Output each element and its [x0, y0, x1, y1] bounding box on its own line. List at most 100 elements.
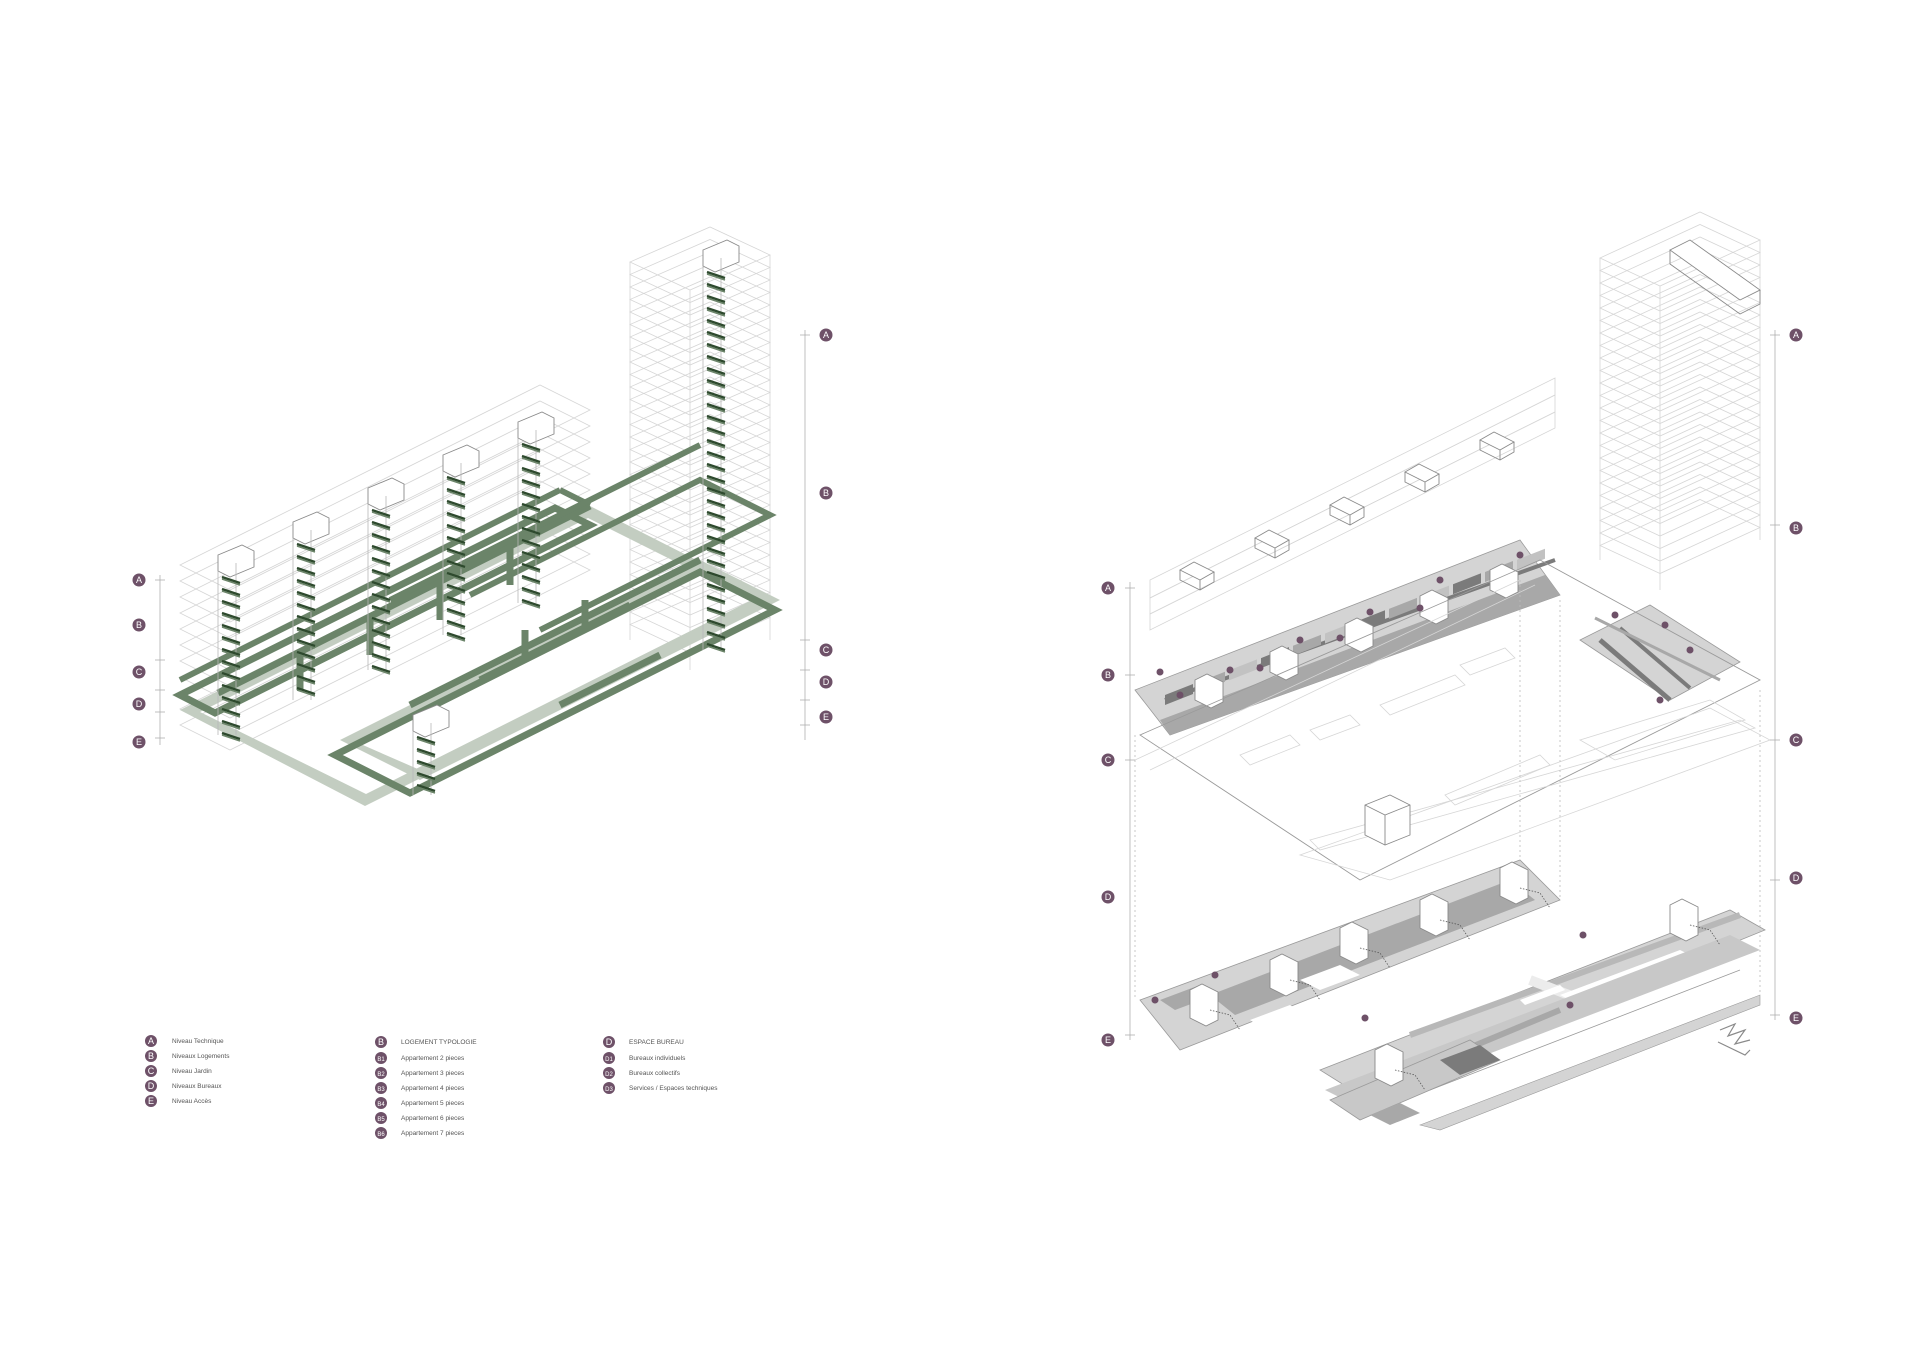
level-marker-b: B	[1101, 668, 1115, 682]
tower-floor-outline	[629, 389, 771, 453]
programme-marker	[1516, 551, 1524, 559]
exploded-guides	[1134, 580, 1761, 1000]
legend-office-heading: D ESPACE BUREAU	[603, 1036, 684, 1048]
legend-office-d1: D1 Bureaux individuels	[603, 1052, 686, 1064]
level-marker-c: C	[1789, 733, 1803, 747]
svg-text:LOGEMENT TYPOLOGIE: LOGEMENT TYPOLOGIE	[401, 1039, 477, 1046]
svg-text:D: D	[148, 1081, 155, 1091]
stair-core	[412, 704, 450, 795]
svg-text:B: B	[378, 1037, 384, 1047]
svg-text:B: B	[1793, 523, 1799, 533]
programme-marker	[1176, 691, 1184, 699]
legend-office-d3: D3 Services / Espaces techniques	[603, 1082, 718, 1094]
tower-floor-outline	[629, 526, 771, 591]
roof-core	[1479, 431, 1515, 461]
right-axonometric-diagram: A B C D E A	[1101, 211, 1803, 1131]
programme-marker	[1366, 608, 1374, 616]
level-marker-d: D	[1101, 890, 1115, 904]
apartment-cell	[1293, 634, 1321, 656]
svg-text:Appartement 4 pieces: Appartement 4 pieces	[401, 1085, 465, 1092]
svg-text:Appartement 2 pieces: Appartement 2 pieces	[401, 1055, 465, 1062]
roof-core	[1254, 529, 1290, 559]
svg-text:Bureaux collectifs: Bureaux collectifs	[629, 1070, 681, 1077]
tower-floor-outline	[629, 239, 771, 303]
level-marker-c: C	[819, 643, 833, 657]
tower-floor-outline	[1599, 449, 1761, 524]
programme-marker	[1156, 668, 1164, 676]
svg-text:D: D	[1105, 892, 1112, 902]
level-marker-b: B	[819, 486, 833, 500]
tower-floor-outline	[629, 351, 771, 416]
tower-floor-outline	[629, 476, 771, 541]
tower-floor-outline	[1599, 486, 1761, 562]
programme-marker	[1151, 996, 1159, 1004]
apartment-cell	[1517, 548, 1545, 570]
stair-core	[367, 477, 405, 675]
stair-core	[292, 511, 330, 700]
svg-text:Niveau Jardin: Niveau Jardin	[172, 1068, 212, 1075]
tower-floor-outline	[629, 251, 771, 316]
right-level-scale	[800, 330, 810, 740]
legend-level-a: A Niveau Technique	[145, 1035, 224, 1047]
svg-text:Appartement 6 pieces: Appartement 6 pieces	[401, 1115, 465, 1122]
stair-core	[217, 544, 255, 742]
roof-core	[1179, 561, 1215, 591]
housing-core	[1269, 645, 1299, 681]
tower-floor-outline	[1599, 411, 1761, 487]
legend-housing-b5: B5 Appartement 6 pieces	[375, 1112, 465, 1124]
svg-text:E: E	[136, 737, 142, 747]
legend-housing-b4: B4 Appartement 5 pieces	[375, 1097, 465, 1109]
slab-floor-outline	[179, 416, 591, 623]
office-core	[1189, 983, 1241, 1031]
housing-core	[1344, 617, 1374, 653]
slab-floor-outline	[179, 432, 591, 639]
svg-text:Appartement 7 pieces: Appartement 7 pieces	[401, 1130, 465, 1137]
housing-level-plates	[1134, 539, 1741, 736]
svg-text:D: D	[1793, 873, 1800, 883]
svg-text:ESPACE BUREAU: ESPACE BUREAU	[629, 1039, 684, 1046]
svg-text:Niveaux Logements: Niveaux Logements	[172, 1053, 230, 1060]
tower-floor-outline	[1599, 436, 1761, 512]
stair-core	[517, 411, 555, 609]
svg-text:B: B	[148, 1051, 154, 1061]
tower-floor-outline	[629, 226, 771, 291]
programme-markers	[1151, 551, 1694, 1022]
legend-housing-b2: B2 Appartement 3 pieces	[375, 1067, 465, 1079]
office-core	[1669, 898, 1721, 946]
level-marker-e: E	[1789, 1011, 1803, 1025]
slab-floor-outline	[179, 544, 591, 751]
level-marker-e: E	[819, 710, 833, 724]
roof-core	[1404, 463, 1440, 493]
programme-marker	[1661, 621, 1669, 629]
legend-office-d2: D2 Bureaux collectifs	[603, 1067, 681, 1079]
office-level-plates	[1139, 859, 1766, 1131]
tower-wireframe-right	[1599, 211, 1761, 590]
legend-housing-b6: B6 Appartement 7 pieces	[375, 1127, 465, 1139]
level-marker-d: D	[132, 697, 146, 711]
circulation-network	[172, 502, 783, 797]
svg-text:Niveau Technique: Niveau Technique	[172, 1038, 224, 1045]
svg-text:B4: B4	[377, 1102, 385, 1108]
legend-levels: A Niveau Technique B Niveaux Logements C…	[145, 1035, 230, 1107]
programme-marker	[1611, 611, 1619, 619]
level-marker-b: B	[132, 618, 146, 632]
svg-text:Appartement 3 pieces: Appartement 3 pieces	[401, 1070, 465, 1077]
programme-marker	[1361, 1014, 1369, 1022]
north-arrow-icon	[1717, 1022, 1751, 1056]
level-marker-a: A	[132, 573, 146, 587]
office-core	[1269, 953, 1321, 1001]
tower-floor-outline	[1599, 361, 1761, 437]
legend-level-d: D Niveaux Bureaux	[145, 1080, 222, 1092]
svg-text:A: A	[148, 1036, 154, 1046]
svg-text:D: D	[606, 1037, 613, 1047]
svg-text:Niveau Accès: Niveau Accès	[172, 1098, 212, 1105]
tower-floor-outline	[1599, 399, 1761, 474]
tower-floor-outline	[1599, 461, 1761, 537]
legend-level-b: B Niveaux Logements	[145, 1050, 230, 1062]
legend-housing-b3: B3 Appartement 4 pieces	[375, 1082, 465, 1094]
tower-floor-outline	[1599, 286, 1761, 362]
garden-level-plate	[1134, 559, 1771, 881]
tower-floor-outline	[629, 289, 771, 353]
svg-text:B2: B2	[377, 1072, 385, 1078]
level-marker-a: A	[1789, 328, 1803, 342]
